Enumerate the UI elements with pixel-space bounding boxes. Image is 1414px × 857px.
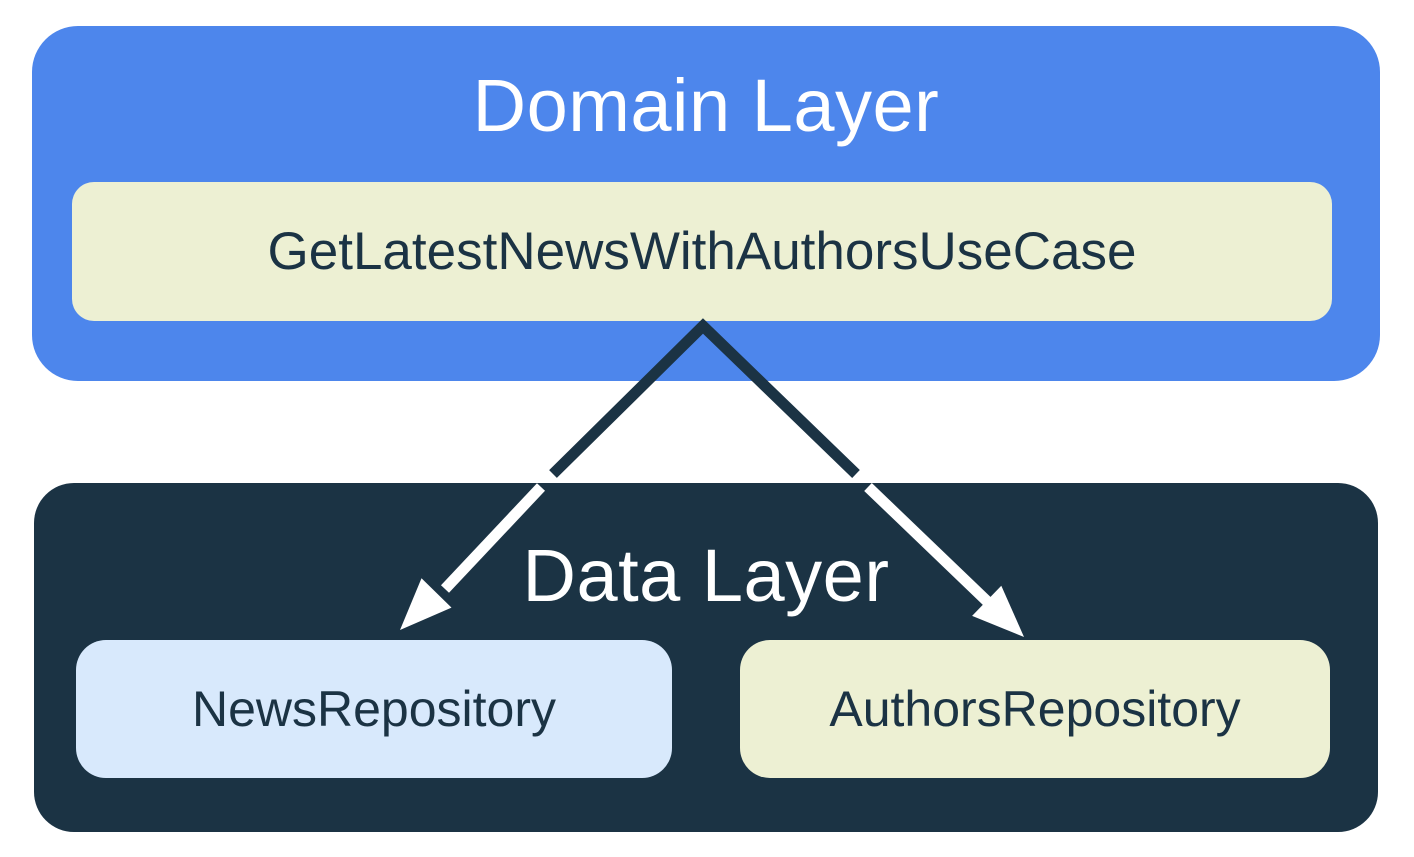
news-repository-label: NewsRepository — [191, 681, 556, 737]
data-layer-title: Data Layer — [522, 534, 890, 617]
news-repository-node: NewsRepository — [76, 640, 672, 778]
authors-repository-node: AuthorsRepository — [740, 640, 1330, 778]
usecase-label: GetLatestNewsWithAuthorsUseCase — [267, 222, 1137, 281]
data-layer-container: Data Layer NewsRepository AuthorsReposit… — [34, 483, 1378, 832]
domain-layer-container: Domain Layer GetLatestNewsWithAuthorsUse… — [32, 26, 1380, 381]
usecase-node: GetLatestNewsWithAuthorsUseCase — [72, 182, 1332, 321]
authors-repository-label: AuthorsRepository — [829, 681, 1241, 737]
domain-layer-title: Domain Layer — [472, 64, 940, 147]
